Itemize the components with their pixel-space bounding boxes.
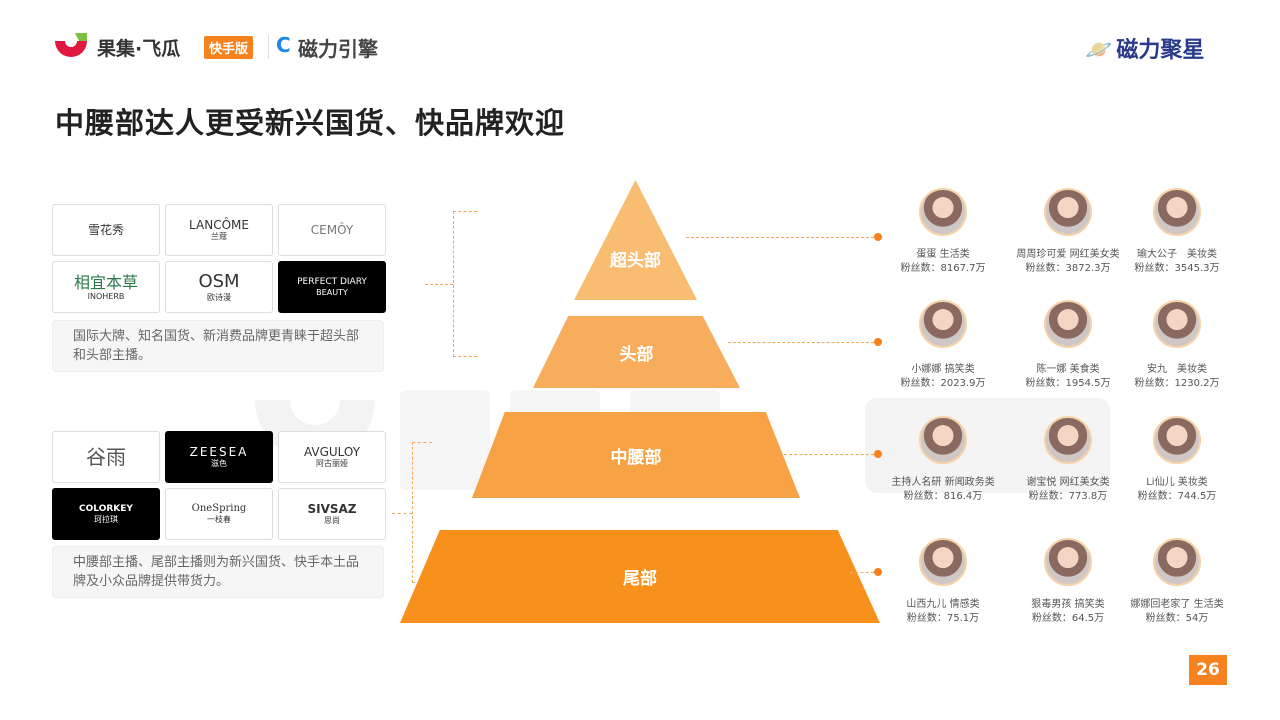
influencer-avatar [1153,188,1201,236]
influencer-fans: 粉丝数：773.8万 [1028,491,1108,502]
connector-dot [874,338,882,346]
page-title: 中腰部达人更受新兴国货、快品牌欢迎 [55,106,566,140]
connector [850,572,874,573]
divider [268,35,269,59]
influencer-name: 安九 美妆类 [1147,364,1207,375]
influencer-info: 瑜大公子 美妆类粉丝数：3545.3万 [1135,248,1220,276]
influencer-avatar [1153,300,1201,348]
brand-name: 果集·飞瓜 [97,38,181,60]
influencer-avatar [1044,188,1092,236]
right-logo-text: 磁力聚星 [1116,38,1205,63]
influencer-avatar [919,538,967,586]
connector [728,342,874,343]
influencer-fans: 粉丝数：816.4万 [903,491,983,502]
influencer-fans: 粉丝数：3545.3万 [1134,263,1220,274]
tier-super-head: 超头部 [574,180,697,300]
influencer-info: 蛋蛋 生活类粉丝数：8167.7万 [901,248,986,276]
feigua-logo-icon [55,33,87,57]
brand-logo: 谷雨 [52,431,160,483]
influencer-name: 陈一娜 美食类 [1036,364,1100,375]
influencer-info: 陈一娜 美食类粉丝数：1954.5万 [1026,363,1111,391]
tier-middle: 中腰部 [472,412,800,498]
note-top: 国际大牌、知名国货、新消费品牌更青睐于超头部和头部主播。 [52,320,384,372]
right-logo: 🪐磁力聚星 [1085,32,1204,64]
brand-logo: 雪花秀 [52,204,160,256]
partner-name: 磁力引擎 [298,37,378,61]
influencer-avatar [919,300,967,348]
influencer-info: Li仙儿 美妆类粉丝数：744.5万 [1138,476,1217,504]
influencer-name: 瑜大公子 美妆类 [1137,249,1217,260]
influencer-fans: 粉丝数：1230.2万 [1134,378,1220,389]
page-number: 26 [1189,655,1227,685]
influencer-name: 山西九儿 情感类 [906,599,980,610]
connector [784,454,874,455]
influencer-avatar [1044,538,1092,586]
influencer-name: 周周珍可爱 网红美女类 [1016,249,1120,260]
cili-logo-icon: C [276,33,291,57]
note-bottom: 中腰部主播、尾部主播则为新兴国货、快手本土品牌及小众品牌提供带货力。 [52,546,384,598]
influencer-fans: 粉丝数：2023.9万 [900,378,986,389]
influencer-info: 安九 美妆类粉丝数：1230.2万 [1135,363,1220,391]
influencer-name: 谢宝悦 网红美女类 [1026,477,1110,488]
tier-head: 头部 [533,316,740,388]
connector-dot [874,233,882,241]
influencer-fans: 粉丝数：1954.5万 [1025,378,1111,389]
influencer-info: 娜娜回老家了 生活类粉丝数：54万 [1130,598,1223,626]
bracket [453,211,477,357]
influencer-avatar [919,416,967,464]
influencer-fans: 粉丝数：8167.7万 [900,263,986,274]
influencer-avatar [919,188,967,236]
influencer-fans: 粉丝数：64.5万 [1031,613,1105,624]
influencer-info: 谢宝悦 网红美女类粉丝数：773.8万 [1026,476,1109,504]
influencer-info: 小娜娜 搞笑类粉丝数：2023.9万 [901,363,986,391]
connector-dot [874,568,882,576]
connector [392,513,412,514]
influencer-name: 娜娜回老家了 生活类 [1130,599,1224,610]
influencer-avatar [1044,300,1092,348]
influencer-fans: 粉丝数：744.5万 [1137,491,1217,502]
influencer-name: 狠毒男孩 搞笑类 [1031,599,1105,610]
influencer-avatar [1153,538,1201,586]
influencer-info: 周周珍可爱 网红美女类粉丝数：3872.3万 [1016,248,1119,276]
tier-tail: 尾部 [400,530,880,623]
connector [425,284,453,285]
influencer-name: 主持人名研 新闻政务类 [891,477,995,488]
influencer-name: Li仙儿 美妆类 [1146,477,1208,488]
influencer-info: 山西九儿 情感类粉丝数：75.1万 [906,598,979,626]
influencer-avatar [1153,416,1201,464]
influencer-info: 狠毒男孩 搞笑类粉丝数：64.5万 [1031,598,1104,626]
brand-logo: CEMÔY [278,204,386,256]
influencer-avatar [1044,416,1092,464]
influencer-fans: 粉丝数：3872.3万 [1025,263,1111,274]
brand-badge: 快手版 [204,36,254,59]
influencer-name: 蛋蛋 生活类 [916,249,970,260]
influencer-name: 小娜娜 搞笑类 [911,364,975,375]
influencer-fans: 粉丝数：54万 [1145,613,1209,624]
planet-icon: 🪐 [1085,38,1113,63]
influencer-fans: 粉丝数：75.1万 [906,613,980,624]
influencer-info: 主持人名研 新闻政务类粉丝数：816.4万 [891,476,994,504]
connector [686,237,874,238]
connector-dot [874,450,882,458]
